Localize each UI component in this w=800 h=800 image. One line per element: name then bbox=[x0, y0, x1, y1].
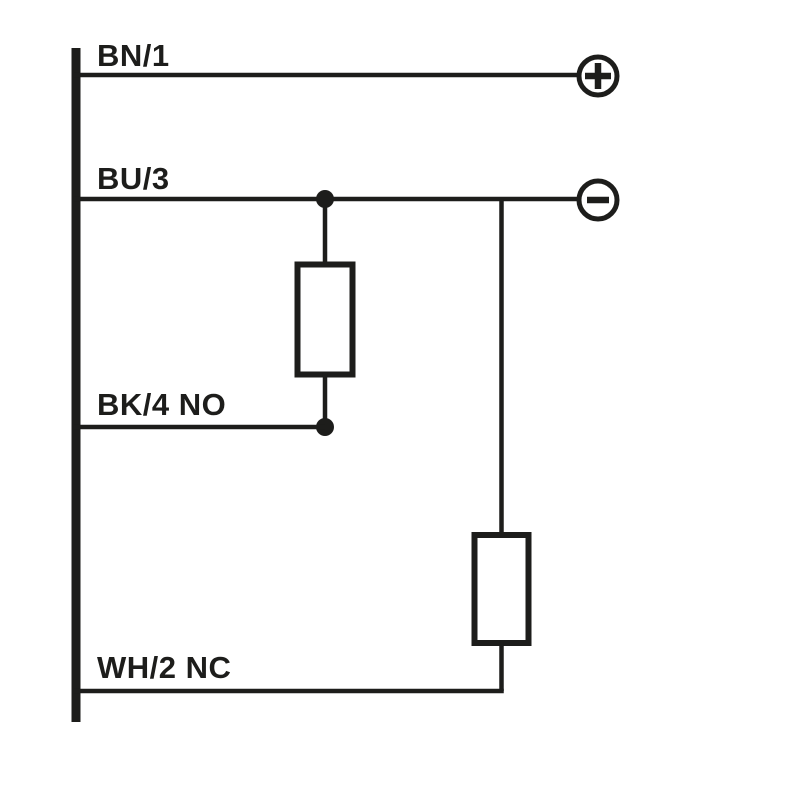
plus-terminal-icon bbox=[576, 54, 620, 98]
junction-dot-bu3 bbox=[316, 190, 334, 208]
wire-label-bk4-no: BK/4 NO bbox=[97, 387, 226, 422]
load-resistor-1 bbox=[294, 261, 356, 378]
wire-label-bu3: BU/3 bbox=[97, 161, 170, 196]
wire-label-wh2-nc: WH/2 NC bbox=[97, 650, 231, 685]
wire-label-bn1: BN/1 bbox=[97, 38, 170, 73]
load-resistor-2 bbox=[471, 532, 532, 646]
minus-terminal-icon bbox=[576, 178, 620, 222]
